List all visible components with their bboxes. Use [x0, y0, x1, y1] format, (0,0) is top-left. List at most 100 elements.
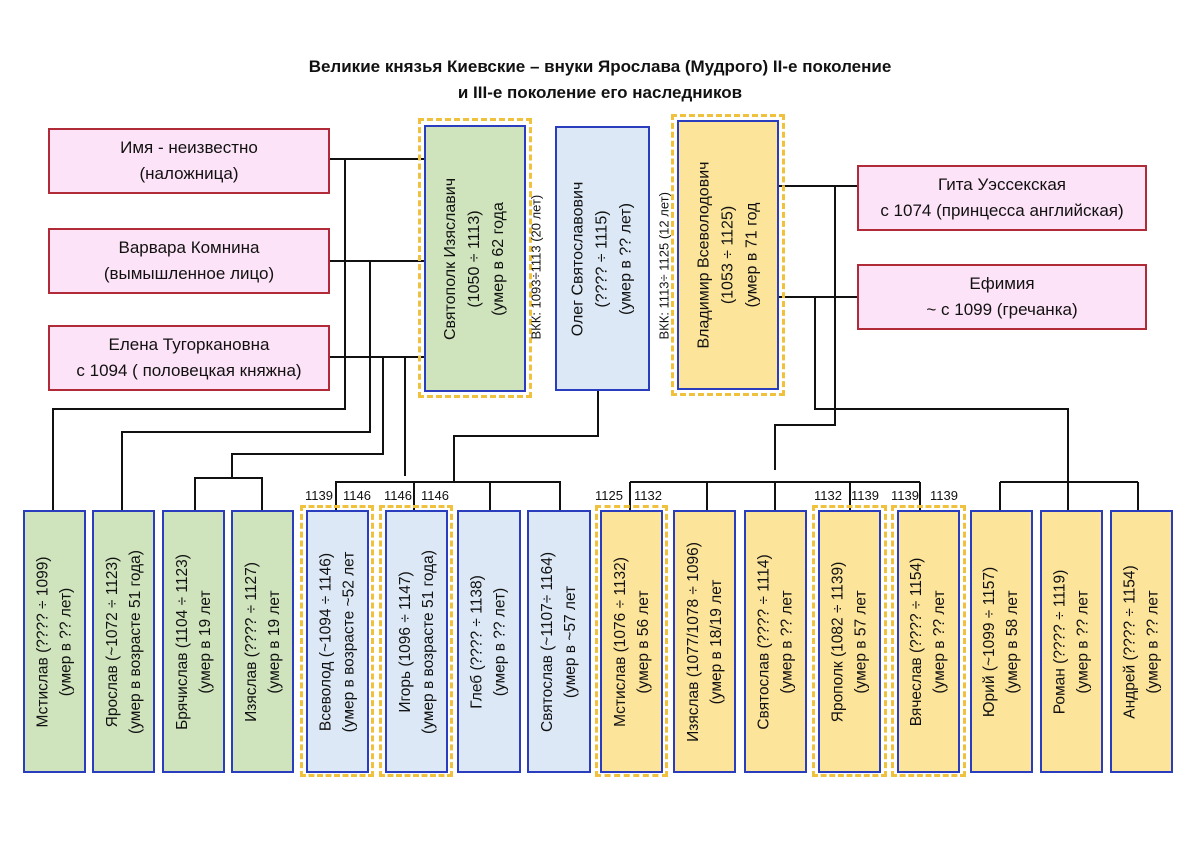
son-age: (умер в ?? лет: [931, 589, 949, 694]
reign-year: 1139: [930, 488, 958, 503]
son-age: (умер в 56 лет: [634, 589, 652, 694]
wife-box-gita: Гита Уэссекская с 1074 (принцесса англий…: [857, 165, 1147, 231]
prince-dates: (1053 ÷ 1125): [719, 205, 736, 305]
son-box-yuri: Юрий (~1099 ÷ 1157) (умер в 58 лет: [970, 510, 1033, 773]
prince-dates: (???? ÷ 1115): [593, 209, 611, 308]
son-label: Ярополк (1082 ÷ 1139)(умер в 57 лет: [827, 561, 873, 722]
grand-prince-frame-vyacheslav: [891, 505, 966, 777]
son-label: Ярослав (~1072 ÷ 1123) (умер в возрасте 5…: [101, 550, 147, 734]
son-age: (умер в 19 лет: [265, 589, 283, 694]
son-label: Всеволод (~1094 ÷ 1146) (умер в возрасте …: [315, 551, 361, 732]
son-label: Брячислав (1104 ÷ 1123) (умер в 19 лет: [171, 554, 217, 730]
grand-prince-frame-yaropolk: [812, 505, 887, 777]
reign-year: 1132: [634, 488, 662, 503]
son-box-igor: Игорь (1096 ÷ 1147) (умер в возрасте 51 г…: [385, 510, 448, 773]
grand-prince-frame-igor: [379, 505, 453, 777]
son-name: Мстислав (1076 ÷ 1132): [611, 556, 629, 727]
diagram-title-line2: и III-е поколение его наследников: [457, 83, 743, 102]
wife-note: с 1074 (принцесса английская): [880, 201, 1124, 220]
son-name: Изяслав (???? ÷ 1127): [242, 561, 260, 722]
son-name: Святослав (~1107÷ 1164): [539, 551, 556, 732]
son-name: Игорь (1096 ÷ 1147): [396, 570, 414, 713]
son-box-bryachislav: Брячислав (1104 ÷ 1123) (умер в 19 лет: [162, 510, 225, 773]
wife-box-varvara: Варвара Комнина (вымышленное лицо): [48, 228, 330, 294]
prince-age: (умер в 62 года: [490, 201, 507, 316]
son-name: Святослав (???? ÷ 1114): [755, 553, 773, 730]
son-name: Вячеслав (???? ÷ 1154): [908, 557, 926, 726]
wife-note: с 1094 ( половецкая княжна): [76, 361, 302, 380]
son-name: Всеволод (~1094 ÷ 1146): [317, 552, 335, 731]
reign-year: 1146: [343, 488, 371, 503]
reign-year: 1132: [814, 488, 842, 503]
wife-box-efimia: Ефимия ~ с 1099 (гречанка): [857, 264, 1147, 330]
wife-note: (вымышленное лицо): [103, 264, 275, 283]
son-age: (умер в ?? лет: [1074, 589, 1092, 694]
son-age: (умер в 19 лет: [196, 589, 214, 694]
son-name: Мстислав (???? ÷ 1099): [34, 556, 52, 727]
son-age: (умер в возрасте ~52 лет: [340, 551, 358, 732]
son-box-roman: Роман (???? ÷ 1119)(умер в ?? лет: [1040, 510, 1103, 773]
wife-name: Имя - неизвестно: [120, 138, 258, 157]
grand-prince-frame-mstislav-v: [595, 505, 668, 777]
son-age: (умер в ~57 лет: [562, 585, 579, 698]
son-label: Андрей (???? ÷ 1154) (умер в ?? лет: [1119, 565, 1165, 718]
son-name: Глеб (???? ÷ 1138): [469, 574, 487, 709]
son-box-gleb: Глеб (???? ÷ 1138)(умер в ?? лет): [457, 510, 521, 773]
son-box-vyacheslav: Вячеслав (???? ÷ 1154) (умер в ?? лет: [897, 510, 960, 773]
son-age: (умер в ?? лет: [778, 589, 796, 694]
prince-box-svyatopolk: Святополк Изяславич (1050 ÷ 1113) (умер …: [424, 125, 526, 392]
son-name: Юрий (~1099 ÷ 1157): [981, 566, 999, 717]
son-age: (умер в возрасте 51 года): [419, 549, 437, 734]
son-box-svyatoslav-o: Святослав (~1107÷ 1164) (умер в ~57 лет: [527, 510, 591, 773]
son-label: Глеб (???? ÷ 1138)(умер в ?? лет): [466, 575, 512, 708]
reign-year: 1125: [595, 488, 623, 503]
diagram-title-line1: Великие князья Киевские – внуки Ярослава…: [308, 57, 892, 76]
wife-note: ~ с 1099 (гречанка): [926, 300, 1078, 319]
prince-label: Олег Святославович (???? ÷ 1115) (умер в…: [567, 181, 639, 336]
wife-name: Ефимия: [969, 274, 1035, 293]
son-name: Ярослав (~1072 ÷ 1123): [103, 556, 121, 727]
prince-name: Владимир Всеволодович: [695, 161, 712, 349]
prince-box-vladimir: Владимир Всеволодович (1053 ÷ 1125) (уме…: [677, 120, 779, 390]
son-age: (умер в 58 лет: [1004, 589, 1022, 694]
son-label: Юрий (~1099 ÷ 1157) (умер в 58 лет: [979, 566, 1025, 716]
son-label: Мстислав (???? ÷ 1099) (умер в ?? лет): [32, 556, 78, 727]
reign-year: 1139: [305, 488, 333, 503]
wife-name: Гита Уэссекская: [937, 175, 1067, 194]
son-box-svyatoslav-v: Святослав (???? ÷ 1114) (умер в ?? лет: [744, 510, 807, 773]
prince-age: (умер в 71 год: [743, 202, 760, 308]
reign-year: 1139: [891, 488, 919, 503]
son-name: Андрей (???? ÷ 1154): [1121, 564, 1139, 719]
grand-prince-frame-svyatopolk: [418, 118, 532, 398]
prince-name: Святополк Изяславич: [442, 177, 459, 340]
son-label: Святослав (~1107÷ 1164) (умер в ~57 лет: [536, 552, 582, 732]
reign-year: 1139: [851, 488, 879, 503]
son-label: Игорь (1096 ÷ 1147) (умер в возрасте 51 г…: [394, 550, 440, 734]
son-name: Изяслав (1077/1078 ÷ 1096): [684, 541, 702, 742]
son-name: Ярополк (1082 ÷ 1139): [829, 561, 847, 722]
son-box-yaroslav: Ярослав (~1072 ÷ 1123) (умер в возрасте 5…: [92, 510, 155, 773]
wife-name: Варвара Комнина: [118, 238, 260, 257]
son-age: (умер в ?? лет: [1144, 589, 1162, 694]
wife-name: Елена Тугоркановна: [108, 335, 270, 354]
grand-prince-frame-vladimir: [671, 114, 785, 396]
prince-label: Святополк Изяславич (1050 ÷ 1113) (умер …: [439, 177, 511, 339]
wife-note: (наложница): [139, 164, 239, 183]
son-label: Изяслав (1077/1078 ÷ 1096)(умер в 18/19 …: [682, 542, 728, 742]
son-name: Брячислав (1104 ÷ 1123): [173, 553, 191, 730]
son-box-andrey: Андрей (???? ÷ 1154) (умер в ?? лет: [1110, 510, 1173, 773]
prince-label: Владимир Всеволодович (1053 ÷ 1125) (уме…: [692, 162, 764, 349]
prince-age: (умер в ?? лет): [617, 202, 635, 315]
son-box-mstislav-v: Мстислав (1076 ÷ 1132) (умер в 56 лет: [600, 510, 663, 773]
reign-label-vladimir: ВКК: 1113÷ 1125 (12 лет): [656, 192, 672, 340]
reign-year: 1146: [384, 488, 412, 503]
prince-dates: (1050 ÷ 1113): [466, 209, 483, 308]
reign-label-svyatopolk: ВКК: 1093÷1113 (20 лет): [528, 194, 544, 340]
son-age: (умер в возрасте 51 года): [126, 549, 144, 734]
son-box-mstislav-s: Мстислав (???? ÷ 1099) (умер в ?? лет): [23, 510, 86, 773]
son-age: (умер в ?? лет): [57, 587, 75, 696]
prince-name: Олег Святославович: [569, 181, 587, 336]
son-label: Изяслав (???? ÷ 1127) (умер в 19 лет: [240, 562, 286, 722]
wife-box-elena: Елена Тугоркановна с 1094 ( половецкая к…: [48, 325, 330, 391]
